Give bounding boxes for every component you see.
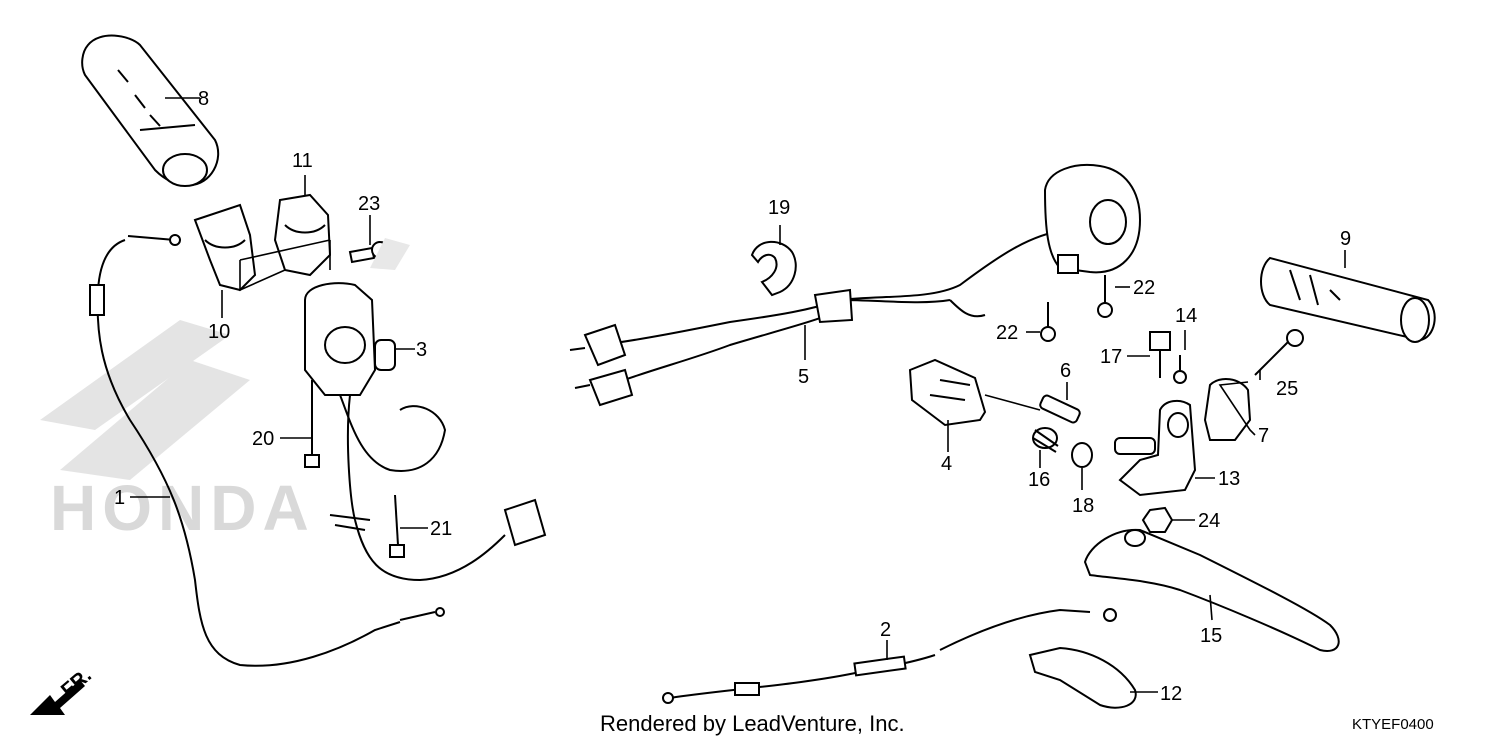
part-24-nut [1141, 506, 1174, 533]
callout-13: 13 [1218, 468, 1240, 490]
callout-23: 23 [358, 193, 380, 215]
callout-2: 2 [880, 619, 891, 641]
callout-19: 19 [768, 197, 790, 219]
callout-3: 3 [416, 339, 427, 361]
left-switch-harness [329, 498, 547, 582]
callout-20: 20 [252, 428, 274, 450]
part-10-switch-housing-lower [193, 203, 257, 292]
callout-17: 17 [1100, 346, 1122, 368]
honda-watermark: HONDA [40, 320, 315, 544]
callout-14: 14 [1175, 305, 1197, 327]
part-22-screw-lower [1040, 302, 1056, 342]
part-2-cable [662, 608, 1117, 704]
part-5-switch-harness [569, 229, 1066, 407]
footer-credit: Rendered by LeadVenture, Inc. [600, 711, 905, 736]
leader-lines [130, 97, 1346, 693]
callout-5: 5 [798, 366, 809, 388]
callout-18: 18 [1072, 495, 1094, 517]
callout-4: 4 [941, 453, 952, 475]
callout-12: 12 [1160, 683, 1182, 705]
part-7-holder [1203, 378, 1252, 441]
watermark-text: HONDA [50, 472, 315, 544]
callout-7: 7 [1258, 425, 1269, 447]
callout-16: 16 [1028, 469, 1050, 491]
callout-25: 25 [1276, 378, 1298, 400]
callout-24: 24 [1198, 510, 1220, 532]
part-11-switch-housing-upper [273, 193, 332, 277]
callout-11: 11 [292, 150, 313, 172]
part-13-lever-bracket [1114, 399, 1197, 497]
part-19-wire-clamp [750, 240, 797, 297]
right-switch-housing [1043, 164, 1142, 274]
part-17-bolt [1149, 331, 1171, 378]
part-4-switch-cover [908, 358, 987, 427]
callout-6: 6 [1060, 360, 1071, 382]
part-22-screw-upper [1097, 275, 1113, 318]
part-23-screw [348, 238, 410, 270]
part-15-brake-lever [1083, 528, 1340, 652]
part-21-screw [389, 494, 405, 558]
callout-22-lower: 22 [996, 322, 1018, 344]
part-8-left-grip [81, 34, 220, 187]
callout-1: 1 [114, 487, 125, 509]
part-25-bolt [1254, 329, 1304, 376]
part-14-screw [1173, 355, 1187, 384]
front-direction-arrow: FR. [30, 664, 96, 715]
callout-8: 8 [198, 88, 209, 110]
part-9-right-grip [1260, 256, 1436, 343]
part-20-screw [304, 380, 320, 468]
part-16-spring [1032, 427, 1059, 453]
part-1-cable [89, 234, 445, 667]
callout-22-upper: 22 [1133, 277, 1155, 299]
callout-10: 10 [208, 321, 230, 343]
part-12-lever-cover [1028, 646, 1137, 709]
callout-15: 15 [1200, 625, 1222, 647]
part-18-washer [1071, 442, 1093, 468]
callout-numbers: 8 11 23 10 3 20 1 21 19 5 22 22 14 17 6 … [114, 88, 1351, 705]
part-3-left-switch [304, 282, 447, 521]
diagram-code: KTYEF0400 [1352, 716, 1434, 733]
callout-9: 9 [1340, 228, 1351, 250]
part-6-switch [984, 394, 1081, 424]
callout-21: 21 [430, 518, 452, 540]
